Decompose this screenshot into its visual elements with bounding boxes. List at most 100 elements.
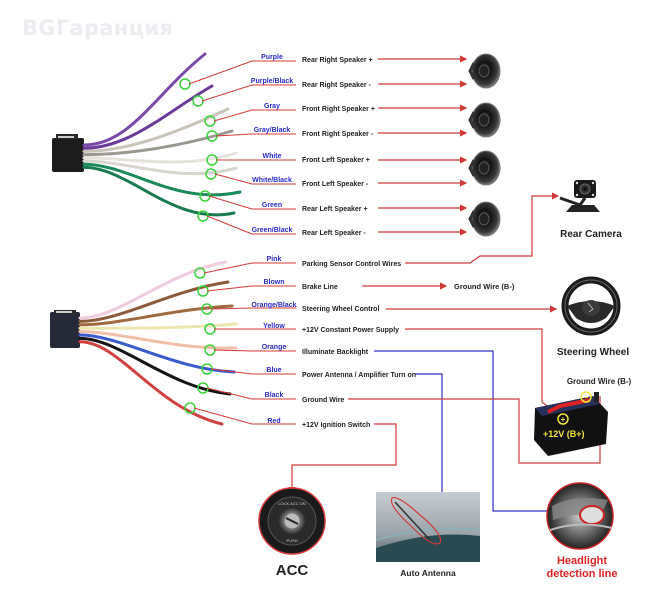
speaker-magnet — [468, 159, 476, 177]
parking-sensor-line — [405, 192, 560, 264]
battery-positive-label: +12V (B+) — [543, 429, 585, 439]
svg-text:−: − — [584, 393, 589, 402]
wire — [78, 260, 228, 320]
speaker-dome — [478, 212, 490, 226]
leader-line — [206, 215, 296, 235]
wire — [82, 84, 214, 150]
wire-function-label: +12V Constant Power Supply — [302, 327, 399, 334]
rear-camera-label: Rear Camera — [560, 229, 622, 240]
wire-function-label: Illuminate Backlight — [302, 349, 369, 356]
bottom-harness-wires — [78, 260, 238, 426]
wire-function-label: Steering Wheel Control — [302, 306, 379, 313]
wire-function-label: Rear Right Speaker - — [302, 82, 372, 89]
auto-antenna-label: Auto Antenna — [400, 568, 456, 578]
wire — [82, 151, 238, 164]
wire-function-label: Rear Left Speaker - — [302, 230, 366, 237]
wire-function-label: Rear Right Speaker + — [302, 57, 373, 64]
leader-line — [215, 133, 296, 137]
leader-line — [193, 407, 296, 425]
wire-color-label: White/Black — [252, 177, 292, 184]
wire-color-label: Yellow — [263, 323, 285, 330]
brake-ground-label: Ground Wire (B-) — [454, 282, 515, 291]
wire-function-label: +12V Ignition Switch — [302, 422, 370, 429]
backlight-line — [374, 350, 552, 512]
speaker-magnet — [468, 210, 476, 228]
leader-line — [210, 368, 296, 375]
top-wire-labels: Purple Rear Right Speaker + Purple/Black… — [251, 54, 375, 237]
wire-color-label: Pink — [267, 256, 282, 263]
wire-joint-ring — [179, 78, 191, 90]
bottom-connector — [50, 310, 80, 348]
ignition-line — [288, 423, 397, 495]
wire-color-label: Red — [267, 418, 280, 425]
acc-label: ACC — [276, 562, 309, 579]
speaker-icon — [468, 102, 501, 138]
wire — [78, 322, 238, 330]
steering-wheel-icon — [561, 276, 621, 336]
wire-color-label: Purple/Black — [251, 78, 294, 85]
wire-color-label: Orange/Black — [251, 302, 296, 309]
wire-color-label: Black — [265, 392, 284, 399]
speaker-dome — [478, 161, 490, 175]
wire — [78, 336, 232, 396]
headlight-label-line2: detection line — [547, 568, 618, 580]
leader-line — [208, 195, 296, 210]
speaker-magnet — [468, 62, 476, 80]
wire-color-label: Blown — [264, 279, 285, 286]
wire-color-label: Orange — [262, 344, 287, 351]
constant-power-line — [405, 328, 553, 411]
watermark: BGГаранция — [22, 16, 174, 40]
wire-function-label: Front Left Speaker - — [302, 181, 369, 188]
headlight-label-line1: Headlight — [557, 555, 607, 567]
wire-function-label: Parking Sensor Control Wires — [302, 261, 401, 268]
leader-line — [213, 109, 296, 122]
wire — [78, 340, 224, 426]
wire-color-label: Purple — [261, 54, 283, 61]
wire-color-label: White — [262, 153, 281, 160]
top-harness-wires — [82, 52, 242, 222]
speakers — [468, 53, 501, 237]
speaker-magnet — [468, 111, 476, 129]
leader-line — [210, 307, 296, 310]
leader-line — [188, 60, 296, 85]
speaker-icon — [468, 201, 501, 237]
wire-color-label: Gray — [264, 103, 280, 110]
speaker-icon — [468, 53, 501, 89]
headlight-icon — [546, 482, 614, 550]
wire — [82, 159, 238, 176]
wire-function-label: Brake Line — [302, 284, 338, 291]
auto-antenna-icon — [375, 492, 481, 562]
wire-function-label: Front Right Speaker - — [302, 131, 374, 138]
wire-function-label: Front Right Speaker + — [302, 106, 375, 113]
leader-line — [203, 262, 296, 274]
svg-text:PUSH: PUSH — [286, 538, 297, 543]
wire — [82, 129, 234, 157]
leader-line — [214, 173, 296, 185]
leader-line — [206, 285, 296, 292]
bottom-wire-labels: Pink Parking Sensor Control Wires Blown … — [251, 256, 416, 429]
svg-text:LOCK ACC ON: LOCK ACC ON — [278, 501, 305, 506]
rear-camera-icon — [559, 180, 600, 212]
steering-wheel-label: Steering Wheel — [557, 347, 629, 358]
label-leaders — [188, 55, 601, 526]
wire-function-label: Ground Wire — [302, 397, 344, 404]
wire-joint-ring — [192, 95, 204, 107]
leader-line — [213, 349, 296, 352]
wire-function-label: Front Left Speaker + — [302, 157, 370, 164]
battery-ground-label: Ground Wire (B-) — [567, 377, 632, 386]
wire-color-label: Blue — [266, 367, 281, 374]
wire — [82, 162, 242, 197]
wire-function-label: Power Antenna / Amplifier Turn on — [302, 372, 416, 379]
svg-text:+: + — [561, 415, 566, 424]
leader-line — [201, 84, 296, 102]
wire — [82, 165, 236, 217]
wire — [78, 280, 230, 323]
top-connector — [52, 134, 84, 172]
wire-color-label: Green — [262, 202, 282, 209]
car-battery-icon: + − — [534, 391, 608, 456]
wire — [82, 52, 207, 147]
wire-function-label: Rear Left Speaker + — [302, 206, 368, 213]
acc-ignition-icon: LOCK ACC ON PUSH — [258, 487, 326, 555]
